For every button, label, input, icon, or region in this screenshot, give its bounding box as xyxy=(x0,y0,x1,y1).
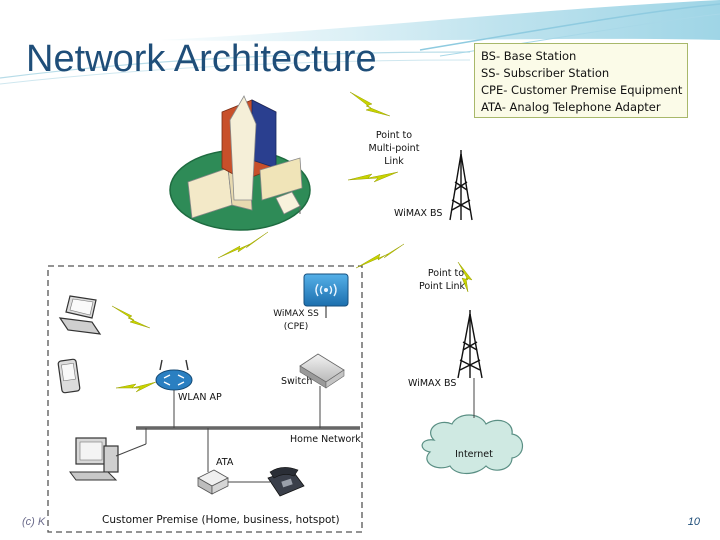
legend-item-ata: ATA- Analog Telephone Adapter xyxy=(481,100,661,114)
campus-building-icon xyxy=(169,95,311,231)
wireless-links xyxy=(111,91,473,393)
page-number: 10 xyxy=(687,516,700,528)
wlan-ap-icon xyxy=(155,359,193,391)
abbreviation-legend: BS- Base Station SS- Subscriber Station … xyxy=(474,43,688,118)
slide-title: Network Architecture xyxy=(26,38,377,80)
label-point-to-multipoint-line-3: Link xyxy=(384,156,404,167)
label-internet: Internet xyxy=(455,449,493,460)
telephone-icon xyxy=(267,467,305,497)
switch-icon xyxy=(299,353,345,389)
internet-cloud-icon xyxy=(421,414,524,475)
label-point-to-multipoint-line-2: Multi-point xyxy=(369,143,420,154)
footer-copyright: (c) K xyxy=(22,516,46,528)
label-point-to-multipoint-line-1: Point to xyxy=(376,130,412,141)
pda-icon xyxy=(57,358,81,394)
wimax-ss-cpe-icon xyxy=(303,273,349,307)
home-network-bus xyxy=(115,386,360,483)
desktop-computer-icon xyxy=(69,437,119,481)
label-customer-premise: Customer Premise (Home, business, hotspo… xyxy=(102,514,340,526)
legend-item-bs: BS- Base Station xyxy=(481,49,577,63)
label-point-to-point-line-1: Point to xyxy=(428,268,464,279)
label-wimax-bs-bottom: WiMAX BS xyxy=(408,378,456,389)
label-home-network: Home Network xyxy=(290,434,361,445)
wimax-bs-tower-bottom xyxy=(457,310,483,379)
label-wimax-ss-line-1: WiMAX SS xyxy=(273,309,319,319)
label-wlan-ap: WLAN AP xyxy=(178,392,222,403)
label-wimax-ss-line-2: (CPE) xyxy=(284,322,308,332)
ata-icon xyxy=(197,469,229,495)
laptop-icon xyxy=(58,295,102,335)
wimax-bs-tower-top xyxy=(449,150,473,221)
label-switch: Switch xyxy=(281,376,312,387)
label-point-to-point-line-2: Point Link xyxy=(419,281,466,292)
legend-item-ss: SS- Subscriber Station xyxy=(481,66,610,80)
label-wimax-bs-top: WiMAX BS xyxy=(394,208,442,219)
label-ata: ATA xyxy=(216,457,234,468)
legend-item-cpe: CPE- Customer Premise Equipment xyxy=(481,83,683,97)
